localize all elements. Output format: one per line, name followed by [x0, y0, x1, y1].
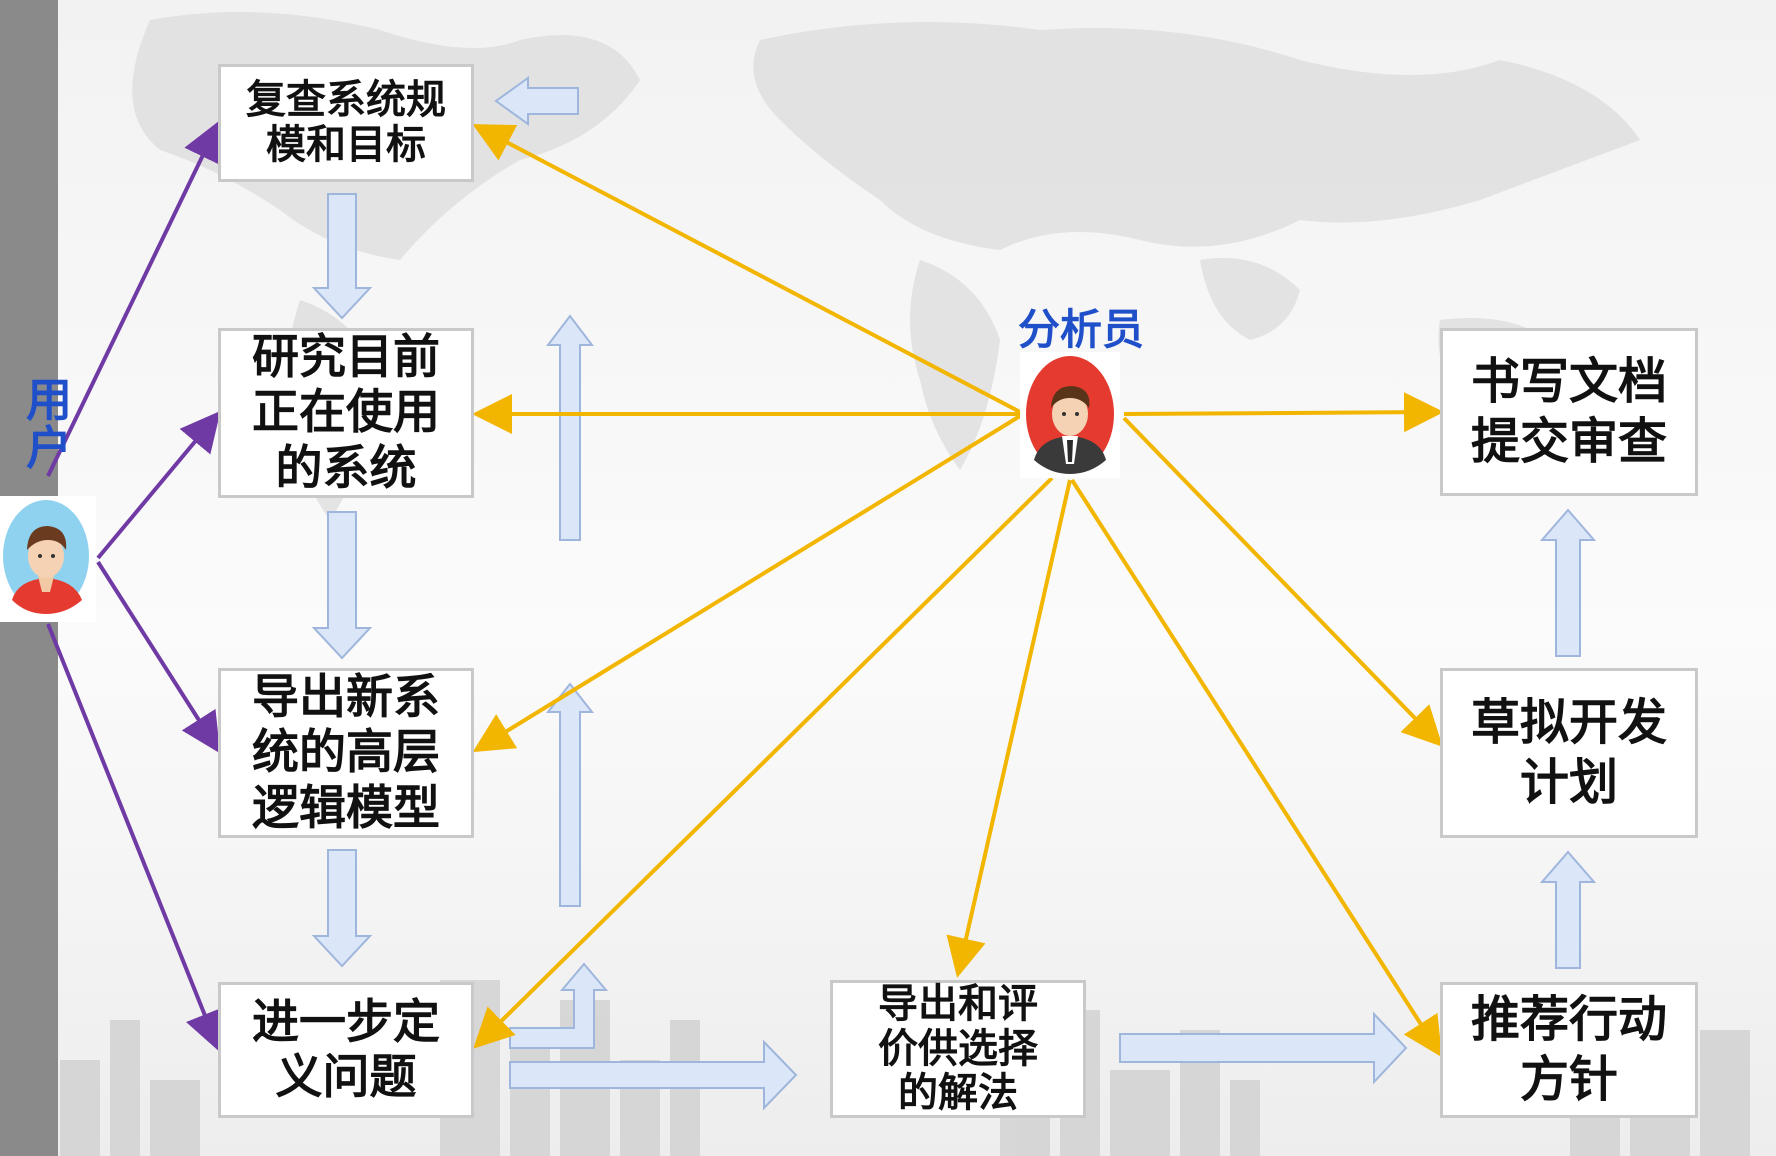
analyst-arrow-to-solutions [946, 479, 1072, 978]
user-arrow-to-study [96, 410, 221, 560]
analyst-label: 分析员 [1018, 305, 1145, 354]
step-study-current-label: 研究目前 正在使用 的系统 [252, 329, 440, 496]
user-label: 用 户 [26, 373, 72, 476]
step-recommend-action-label: 推荐行动 方针 [1470, 991, 1667, 1108]
step-draft-plan-box: 草拟开发 计划 [1440, 668, 1698, 838]
step-derive-solutions-box: 导出和评 价供选择 的解法 [830, 980, 1086, 1118]
step-define-problem-label: 进一步定 义问题 [252, 994, 440, 1105]
step-study-current-box: 研究目前 正在使用 的系统 [218, 328, 474, 498]
flow-arrow-right-1 [509, 1039, 798, 1111]
flow-arrow-up-4 [1539, 508, 1597, 657]
flow-arrow-down-2 [311, 511, 373, 660]
analyst-arrow-to-review [472, 124, 1021, 414]
step-derive-model-box: 导出新系 统的高层 逻辑模型 [218, 668, 474, 838]
user-arrow-to-model [96, 560, 221, 754]
flow-arrow-up-2 [545, 682, 595, 907]
flow-arrow-down-1 [311, 193, 373, 320]
flow-arrow-up-1 [545, 314, 595, 541]
step-write-docs-label: 书写文档 提交审查 [1470, 353, 1667, 470]
step-derive-model-label: 导出新系 统的高层 逻辑模型 [252, 669, 440, 836]
analyst-avatar-icon [1020, 352, 1120, 478]
step-review-scope-box: 复查系统规 模和目标 [218, 64, 474, 182]
flow-arrow-up-3 [1539, 850, 1597, 969]
step-review-scope-label: 复查系统规 模和目标 [246, 77, 446, 168]
step-derive-solutions-label: 导出和评 价供选择 的解法 [878, 980, 1038, 1117]
step-draft-plan-label: 草拟开发 计划 [1470, 694, 1667, 811]
step-recommend-action-box: 推荐行动 方针 [1440, 982, 1698, 1118]
user-arrow-to-review [46, 120, 221, 477]
analyst-arrow-to-model [472, 414, 1022, 753]
step-write-docs-box: 书写文档 提交审查 [1440, 328, 1698, 496]
step-define-problem-box: 进一步定 义问题 [218, 982, 474, 1118]
flow-arrow-elbow [509, 962, 609, 1049]
flow-arrow-left-top [494, 76, 579, 126]
analyst-arrow-to-plan [1122, 416, 1443, 747]
flow-arrow-down-3 [311, 849, 373, 968]
analyst-arrow-to-recommend [1070, 478, 1443, 1058]
analyst-arrow-to-define [473, 476, 1054, 1049]
flow-arrow-right-2 [1119, 1011, 1408, 1085]
user-arrow-to-define [46, 623, 224, 1052]
analyst-arrow-to-docs [1123, 392, 1444, 433]
user-avatar-icon [0, 496, 96, 622]
